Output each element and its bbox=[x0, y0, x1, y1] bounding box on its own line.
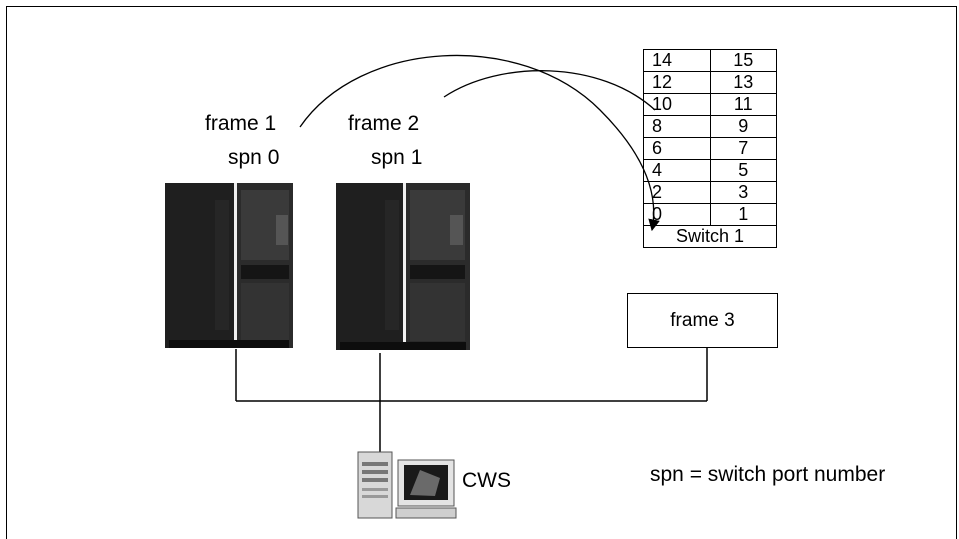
frame2-server-icon bbox=[336, 183, 470, 350]
switch-name-row: Switch 1 bbox=[643, 225, 777, 248]
figure-border bbox=[6, 6, 957, 539]
frame1-spn-label: spn 0 bbox=[228, 146, 280, 169]
switch-port-right: 9 bbox=[709, 115, 777, 138]
switch-port-right: 15 bbox=[709, 49, 777, 72]
switch-port-right: 3 bbox=[709, 181, 777, 204]
switch-port-right: 13 bbox=[709, 71, 777, 94]
switch-port-left: 12 bbox=[643, 71, 711, 94]
frame2-label: frame 2 bbox=[348, 112, 420, 135]
switch-port-left: 2 bbox=[643, 181, 711, 204]
frame1-server-icon bbox=[165, 183, 293, 348]
switch-port-left: 14 bbox=[643, 49, 711, 72]
frame3-label: frame 3 bbox=[670, 309, 735, 331]
arrow-frame2-to-switch bbox=[443, 70, 656, 111]
switch-port-left: 4 bbox=[643, 159, 711, 182]
switch-port-right: 1 bbox=[709, 203, 777, 226]
cws-workstation-icon bbox=[357, 451, 457, 519]
switch-port-left: 8 bbox=[643, 115, 711, 138]
legend-text: spn = switch port number bbox=[650, 463, 886, 486]
frame2-spn-label: spn 1 bbox=[371, 146, 423, 169]
switch-port-left: 10 bbox=[643, 93, 711, 116]
switch-port-left: 0 bbox=[643, 203, 711, 226]
frame1-label: frame 1 bbox=[205, 112, 277, 135]
switch-name: Switch 1 bbox=[643, 225, 777, 248]
switch-port-left: 6 bbox=[643, 137, 711, 160]
switch-port-right: 7 bbox=[709, 137, 777, 160]
frame3-box: frame 3 bbox=[627, 293, 778, 348]
switch-port-right: 5 bbox=[709, 159, 777, 182]
switch-port-right: 11 bbox=[709, 93, 777, 116]
cws-label: CWS bbox=[462, 469, 511, 492]
